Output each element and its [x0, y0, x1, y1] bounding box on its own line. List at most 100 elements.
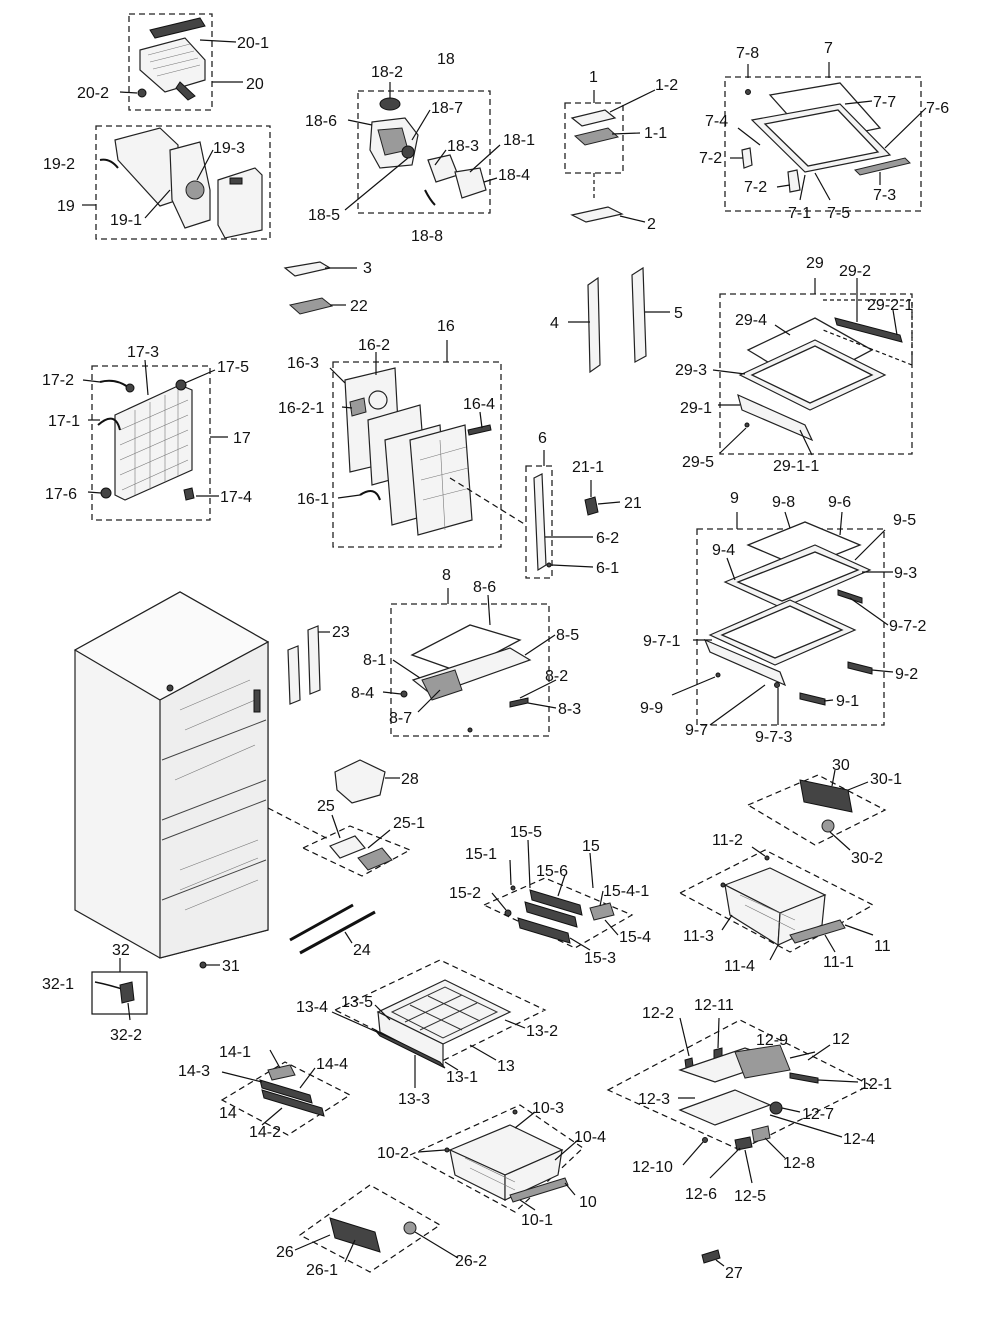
part-29-1-front[interactable]: [737, 393, 814, 442]
label-12-8: 12-8: [783, 1155, 815, 1172]
cabinet-latch: [253, 689, 261, 713]
label-22: 22: [350, 298, 368, 315]
part-17-2-wire[interactable]: [99, 379, 129, 388]
part-23-strip-b[interactable]: [307, 625, 321, 695]
part-1-2-panel[interactable]: [570, 109, 617, 127]
part-18-7-fitting[interactable]: [401, 145, 415, 159]
part-24-rod-a[interactable]: [289, 903, 354, 942]
part-2-cover[interactable]: [570, 206, 624, 223]
part-9-2-slide[interactable]: [847, 661, 873, 675]
part-15-4-1-plate[interactable]: [589, 902, 615, 921]
part-26-1-cover[interactable]: [329, 1217, 381, 1253]
part-9-9-screw[interactable]: [715, 672, 721, 678]
cabinet-hinge-screw: [166, 684, 174, 692]
leader-1-1: [611, 132, 641, 135]
part-12-7-gear[interactable]: [769, 1101, 783, 1115]
label-17-2: 17-2: [42, 372, 74, 389]
part-9-1-slide[interactable]: [799, 692, 826, 706]
part-19-3-cover[interactable]: [217, 167, 263, 239]
label-12-3: 12-3: [638, 1091, 670, 1108]
leader-10-3: [514, 1111, 536, 1129]
label-9: 9: [730, 490, 739, 507]
part-15-2-screw[interactable]: [504, 909, 512, 917]
part-28-cover[interactable]: [334, 759, 386, 804]
part-19-2-wire[interactable]: [99, 158, 119, 169]
part-17-4-clip[interactable]: [183, 487, 195, 501]
part-6-2-strip[interactable]: [533, 473, 547, 572]
part-8-6-glass[interactable]: [410, 624, 522, 673]
part-10-2-clip[interactable]: [444, 1147, 450, 1153]
part-12-4-housing-bottom[interactable]: [678, 1089, 772, 1126]
part-12-9-panel[interactable]: [734, 1044, 791, 1079]
label-30: 30: [832, 757, 850, 774]
part-16-1-wire[interactable]: [359, 490, 381, 501]
part-22[interactable]: [288, 297, 334, 315]
part-11-2-screw[interactable]: [764, 855, 770, 861]
part-18-3-valve[interactable]: [427, 154, 459, 183]
part-7-3-trim[interactable]: [854, 157, 911, 176]
part-18-8-wire[interactable]: [424, 189, 436, 206]
part-24-rod-b[interactable]: [299, 910, 376, 955]
part-9-7-1-front[interactable]: [703, 638, 787, 687]
part-8-3-slide[interactable]: [509, 697, 529, 708]
part-16-front-cover[interactable]: [409, 424, 473, 536]
part-11-1-trim[interactable]: [789, 919, 846, 944]
part-20-2-screw[interactable]: [137, 88, 147, 98]
part-8-4-screw[interactable]: [400, 690, 408, 698]
label-12-7: 12-7: [802, 1106, 834, 1123]
part-23-strip-a[interactable]: [287, 645, 301, 705]
part-7-2-bracket-right[interactable]: [787, 169, 801, 193]
part-27[interactable]: [701, 1249, 721, 1264]
part-19-auger[interactable]: [185, 180, 205, 200]
part-15-3-bar[interactable]: [517, 917, 571, 944]
part-17-5-fuse[interactable]: [175, 379, 187, 391]
part-18-2-gasket[interactable]: [379, 97, 401, 111]
part-10-1-trim[interactable]: [509, 1177, 569, 1203]
part-25-1-motor[interactable]: [357, 847, 393, 871]
part-32-2-connector[interactable]: [119, 981, 135, 1004]
part-15-1-screw[interactable]: [510, 885, 516, 891]
label-11: 11: [874, 938, 891, 955]
part-17-3-evaporator[interactable]: [114, 384, 193, 501]
part-1-1-pcb[interactable]: [573, 127, 620, 146]
part-5-hinge[interactable]: [631, 266, 647, 363]
part-14-4-bar[interactable]: [259, 1079, 313, 1104]
part-19-1-ice-bucket[interactable]: [114, 127, 179, 207]
part-3[interactable]: [283, 261, 332, 277]
part-29-2-1-rail[interactable]: [834, 317, 903, 343]
group-16: 16 16-2 16-3 16-2-1 16-4 16-1: [278, 318, 502, 548]
part-17-1-heater-lead[interactable]: [97, 417, 121, 431]
part-12-1-rod[interactable]: [789, 1072, 819, 1084]
part-30-1-cover[interactable]: [799, 779, 853, 813]
part-9-7-3-screw[interactable]: [774, 682, 780, 688]
part-16-4-rod[interactable]: [467, 424, 492, 436]
part-6-1-screw[interactable]: [546, 562, 552, 568]
part-7-2-bracket-left[interactable]: [741, 147, 753, 169]
part-25-fan[interactable]: [329, 835, 366, 859]
part-4-hinge[interactable]: [587, 276, 601, 374]
leader-9-7: [709, 684, 766, 726]
part-21-cap[interactable]: [584, 496, 599, 516]
part-18-4-valve[interactable]: [454, 167, 487, 199]
part-31-screw[interactable]: [199, 961, 207, 969]
part-30-2-damper[interactable]: [821, 819, 835, 833]
leader-13-2: [504, 1019, 526, 1029]
part-12-5-clip[interactable]: [734, 1136, 753, 1151]
part-16-2-1-switch[interactable]: [349, 397, 367, 417]
part-12-10-screw[interactable]: [702, 1137, 708, 1143]
part-26-2-damper[interactable]: [403, 1221, 417, 1235]
leader-14-2: [261, 1107, 283, 1126]
part-7-8-screw[interactable]: [745, 89, 751, 95]
part-17-6-clip[interactable]: [100, 487, 112, 499]
part-20-ice-maker[interactable]: [139, 37, 206, 93]
part-29-5-screw[interactable]: [744, 422, 750, 428]
part-20-1-rail[interactable]: [149, 17, 206, 39]
part-14-1-bracket[interactable]: [267, 1064, 296, 1081]
label-8-5: 8-5: [556, 627, 579, 644]
part-9-7-2-rail[interactable]: [837, 589, 863, 604]
part-20-bracket[interactable]: [175, 81, 196, 101]
label-16-4: 16-4: [463, 396, 495, 413]
part-15-6-bar[interactable]: [529, 889, 583, 916]
part-8-7-bracket[interactable]: [421, 669, 463, 701]
